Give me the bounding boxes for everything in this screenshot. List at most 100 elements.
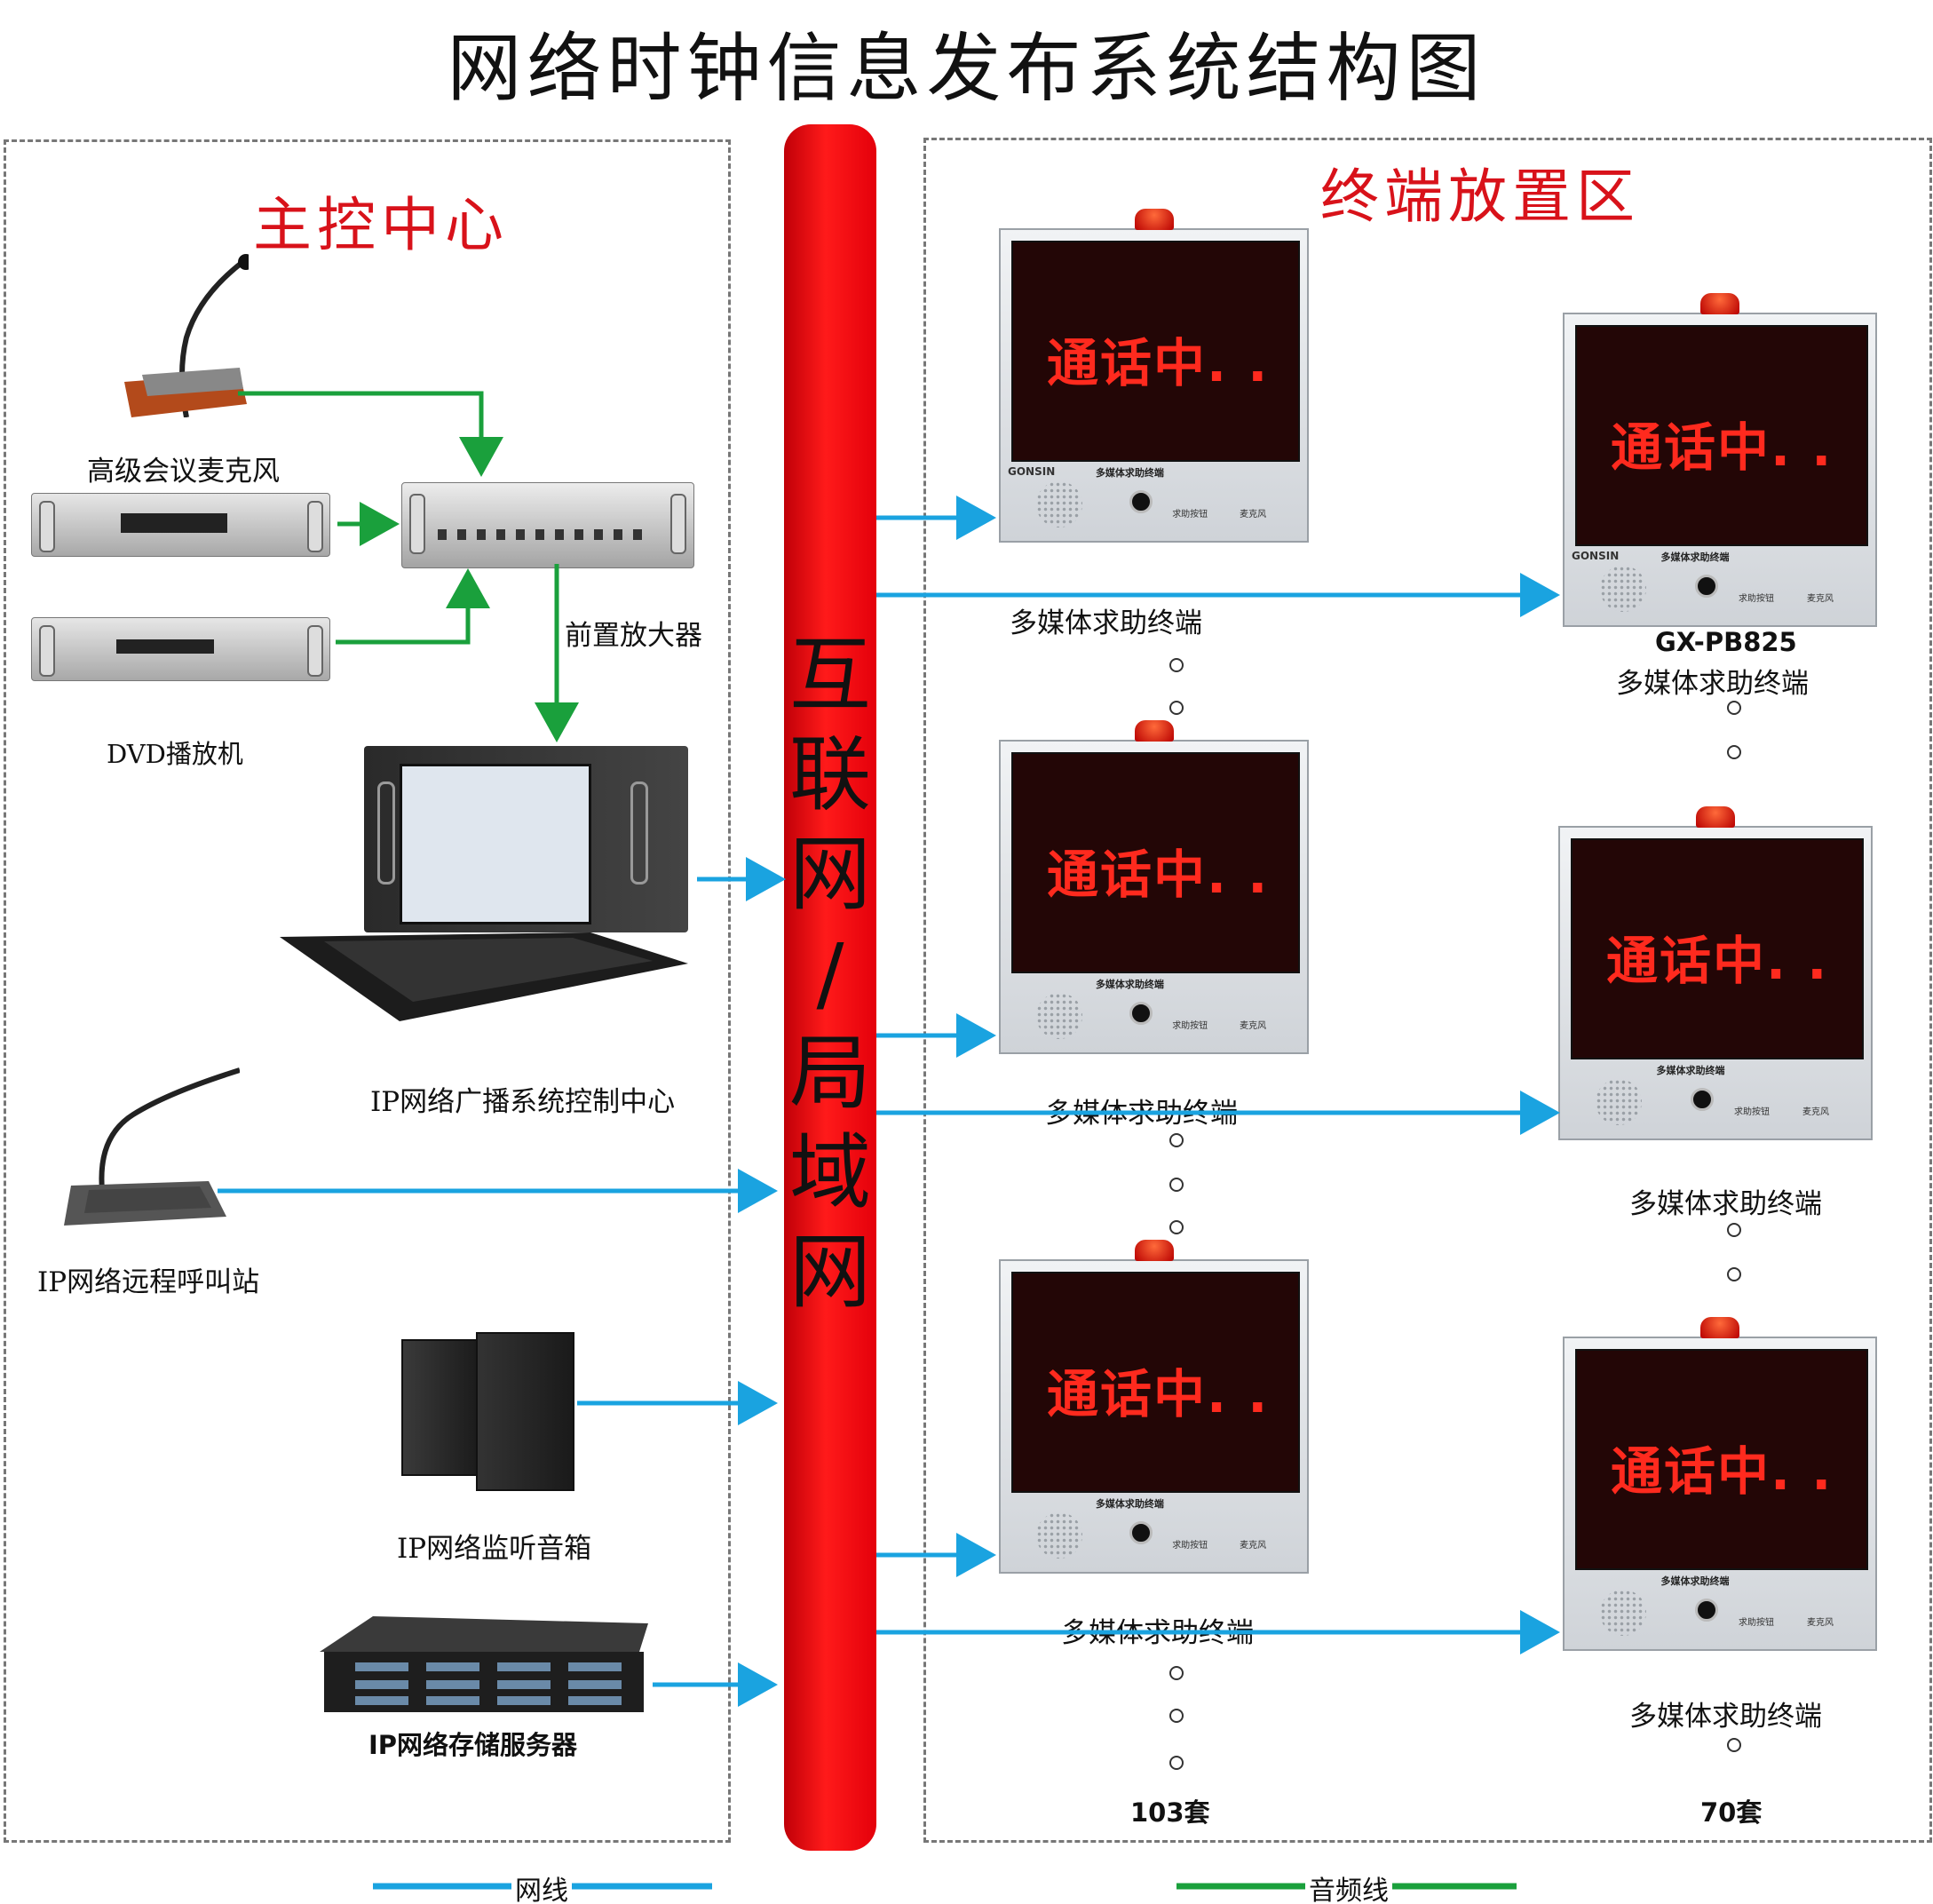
help-button-label: 求助按钮 <box>1734 1107 1770 1117</box>
continuation-dot <box>1727 1223 1741 1237</box>
terminal-label-col2-2: 多媒体求助终端 <box>1629 1188 1822 1220</box>
dvd-player-unit <box>31 617 330 681</box>
alarm-light-icon <box>1696 806 1735 828</box>
continuation-dot <box>1727 1738 1741 1752</box>
terminal-label-col2-1: 多媒体求助终端 <box>1616 668 1809 700</box>
speaker-grille-icon <box>1596 1079 1642 1125</box>
help-terminal: 通话中. .多媒体求助终端求助按钮麦克风 <box>999 720 1309 1054</box>
help-button-icon <box>1129 1002 1153 1025</box>
terminal-label-col2-3: 多媒体求助终端 <box>1629 1701 1822 1733</box>
speaker-grille-icon <box>1600 1590 1646 1636</box>
monitor-speaker-left <box>401 1339 478 1476</box>
control-center-screen <box>400 764 591 924</box>
bus-char: 网 <box>788 827 871 922</box>
terminal-screen-text: 通话中. . <box>1611 416 1834 478</box>
terminal-screen: 通话中. . <box>1575 325 1868 546</box>
alarm-light-icon <box>1700 293 1739 314</box>
bus-char: 网 <box>788 1225 871 1320</box>
audio-line-mic-to-preamp <box>238 391 503 477</box>
conference-mic-icon <box>124 254 249 417</box>
control-center-zone <box>4 139 731 1843</box>
help-terminal: 通话中. . 多媒体求助终端求助按钮 麦克风 <box>1563 1317 1877 1651</box>
alarm-light-icon <box>1134 209 1174 230</box>
help-button-label: 求助按钮 <box>1739 1618 1774 1628</box>
bus-char: 联 <box>788 727 871 822</box>
help-button-icon <box>1695 575 1718 598</box>
terminal-screen: 通话中. . <box>1011 1272 1300 1493</box>
mic-label: 麦克风 <box>1807 1618 1834 1628</box>
terminal-screen-text: 通话中. . <box>1606 930 1829 991</box>
mic-label: 麦克风 <box>1240 510 1267 520</box>
legend-audio-label: 音频线 <box>1305 1868 1392 1904</box>
help-button-icon <box>1129 1521 1153 1544</box>
terminal-panel-title: 多媒体求助终端 <box>1095 1498 1164 1510</box>
storage-server-label: IP网络存储服务器 <box>368 1730 578 1760</box>
help-button-label: 求助按钮 <box>1172 1021 1208 1031</box>
speaker-grille-icon <box>1036 481 1082 528</box>
speaker-grille-icon <box>1036 1512 1082 1559</box>
continuation-dot <box>1727 1267 1741 1281</box>
terminal-panel-title: 多媒体求助终端 <box>1656 1065 1725 1076</box>
terminal-screen-text: 通话中. . <box>1047 1363 1270 1424</box>
alarm-light-icon <box>1700 1317 1739 1338</box>
alarm-light-icon <box>1134 1240 1174 1261</box>
dvd-player-label: DVD播放机 <box>107 739 243 769</box>
continuation-dot <box>1169 1178 1184 1192</box>
bus-char: / <box>816 926 844 1021</box>
help-button-icon <box>1691 1088 1714 1111</box>
terminal-model-label: GX-PB825 <box>1655 627 1797 657</box>
terminal-screen: 通话中. . <box>1571 838 1864 1059</box>
terminal-brand: GONSIN <box>1572 550 1620 562</box>
help-terminal: 通话中. . 多媒体求助终端求助按钮 麦克风 <box>999 1240 1309 1574</box>
mic-label: 麦克风 <box>1240 1541 1267 1551</box>
monitor-speaker-label: IP网络监听音箱 <box>397 1533 592 1565</box>
mic-label: 麦克风 <box>1807 594 1834 604</box>
terminal-zone-title: 终端放置区 <box>1320 163 1640 231</box>
help-button-label: 求助按钮 <box>1172 510 1208 520</box>
bus-char: 域 <box>788 1125 871 1220</box>
remote-call-station-icon <box>64 1067 240 1226</box>
network-bus-label: 互 联 网 / 局 域 网 <box>784 626 876 1322</box>
terminal-screen: 通话中. . <box>1011 241 1300 462</box>
continuation-dot <box>1169 1756 1184 1770</box>
storage-server-icon <box>320 1616 648 1712</box>
help-button-label: 求助按钮 <box>1172 1541 1208 1551</box>
terminal-count-col2: 70套 <box>1700 1797 1763 1828</box>
mic-label: 麦克风 <box>1240 1021 1267 1031</box>
terminal-panel-title: 多媒体求助终端 <box>1660 551 1730 563</box>
terminal-screen-text: 通话中. . <box>1611 1440 1834 1502</box>
continuation-dot <box>1169 1709 1184 1723</box>
audio-line-dvd-to-preamp <box>336 568 490 645</box>
continuation-dot <box>1169 1666 1184 1680</box>
monitor-speaker-right <box>476 1332 574 1491</box>
terminal-screen-text: 通话中. . <box>1047 844 1270 905</box>
help-button-icon <box>1129 490 1153 513</box>
continuation-dot <box>1727 701 1741 715</box>
tuner-rack-unit <box>31 493 330 557</box>
terminal-panel-title: 多媒体求助终端 <box>1660 1575 1730 1587</box>
terminal-count-col1: 103套 <box>1130 1797 1210 1828</box>
remote-call-station-label: IP网络远程呼叫站 <box>37 1266 260 1298</box>
terminal-zone <box>923 138 1932 1843</box>
keyboard-tray-icon <box>280 932 688 1021</box>
continuation-dot <box>1169 1133 1184 1147</box>
alarm-light-icon <box>1134 720 1174 742</box>
help-button-icon <box>1695 1599 1718 1622</box>
control-center-title: 主控中心 <box>253 191 509 259</box>
terminal-screen-text: 通话中. . <box>1047 332 1270 393</box>
terminal-screen: 通话中. . <box>1011 752 1300 973</box>
continuation-dot <box>1169 701 1184 715</box>
preamp-label: 前置放大器 <box>565 620 702 652</box>
continuation-dot <box>1727 745 1741 759</box>
conference-mic-label: 高级会议麦克风 <box>87 456 280 488</box>
terminal-panel-title: 多媒体求助终端 <box>1095 467 1164 479</box>
bus-char: 局 <box>788 1026 871 1121</box>
continuation-dot <box>1169 658 1184 672</box>
preamp-unit <box>401 482 694 568</box>
control-center-label: IP网络广播系统控制中心 <box>370 1086 676 1118</box>
mic-label: 麦克风 <box>1802 1107 1829 1117</box>
